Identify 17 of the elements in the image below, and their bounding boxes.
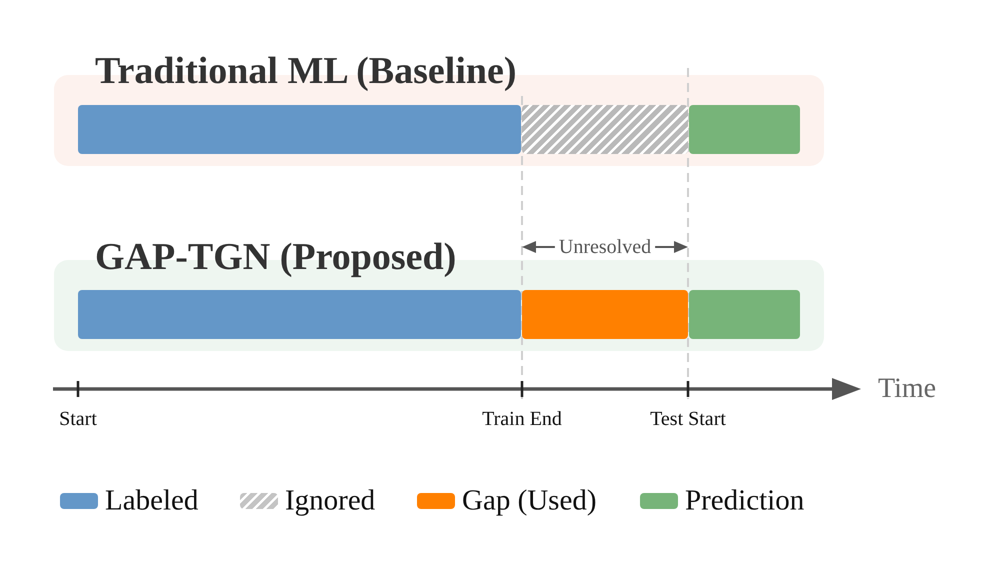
legend-label: Labeled xyxy=(105,484,198,518)
legend-label: Gap (Used) xyxy=(462,484,596,518)
dimension-label: Unresolved xyxy=(558,235,652,259)
hatched-segment-bar xyxy=(522,105,688,154)
legend-label: Prediction xyxy=(685,484,804,518)
segment-bar xyxy=(78,105,521,154)
segment-bar xyxy=(689,105,800,154)
tick-label: Train End xyxy=(482,407,562,431)
band-heading: GAP-TGN (Proposed) xyxy=(95,235,456,279)
tick-label: Start xyxy=(59,407,97,431)
segment-bar xyxy=(78,290,521,339)
axis-title: Time xyxy=(878,372,936,406)
legend-label: Ignored xyxy=(285,484,376,518)
tick-label: Test Start xyxy=(650,407,726,431)
segment-bar xyxy=(689,290,800,339)
band-heading: Traditional ML (Baseline) xyxy=(95,49,517,93)
segment-bar xyxy=(522,290,688,339)
